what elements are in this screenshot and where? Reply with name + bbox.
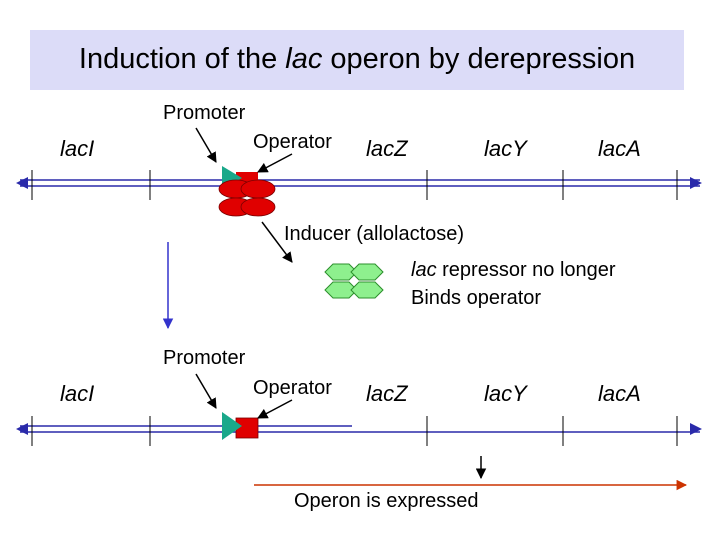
repressor-label-line2: Binds operator — [411, 287, 542, 309]
top-dna-left-arrowhead — [16, 177, 28, 189]
top-gene-laca: lacA — [598, 136, 641, 161]
page-title: Induction of the lac operon by derepress… — [30, 43, 684, 76]
bottom-operator-pointer — [257, 399, 293, 419]
top-operator-label: Operator — [253, 131, 332, 153]
bottom-operator-label: Operator — [253, 377, 332, 399]
top-operator-pointer — [257, 153, 293, 173]
bottom-operator-box — [235, 417, 259, 439]
bound-repressor — [218, 179, 276, 217]
repressor-text: repressor no longer — [436, 259, 616, 281]
title-part1: Induction of the — [78, 43, 286, 75]
top-gene-lacy: lacY — [484, 136, 527, 161]
bottom-promoter-label: Promoter — [163, 347, 246, 369]
top-dna-right-arrowhead — [690, 177, 702, 189]
bottom-gene-lacz: lacZ — [366, 381, 408, 406]
free-repressor — [324, 263, 384, 299]
title-italic: lac — [285, 43, 323, 75]
top-dna — [16, 170, 702, 200]
top-promoter-label: Promoter — [163, 102, 246, 124]
repressor-label-line1: lac repressor no longer — [411, 260, 616, 280]
inducer-arrow — [261, 221, 293, 263]
bottom-promoter-pointer — [195, 373, 217, 409]
repressor-italic: lac — [411, 259, 437, 281]
bottom-gene-lacy: lacY — [484, 381, 527, 406]
bottom-promoter-triangle — [222, 412, 242, 440]
bottom-dna — [16, 416, 702, 446]
bottom-dna-right-arrowhead — [690, 423, 702, 435]
bottom-gene-laca: lacA — [598, 381, 641, 406]
top-promoter-pointer — [195, 127, 217, 163]
expressed-label: Operon is expressed — [294, 490, 479, 512]
title-box: Induction of the lac operon by derepress… — [30, 30, 684, 90]
top-gene-laci: lacI — [60, 136, 95, 161]
title-part2: operon by derepression — [322, 43, 636, 75]
bottom-dna-left-arrowhead — [16, 423, 28, 435]
top-gene-lacz: lacZ — [366, 136, 408, 161]
inducer-label: Inducer (allolactose) — [284, 223, 465, 245]
bottom-gene-laci: lacI — [60, 381, 95, 406]
